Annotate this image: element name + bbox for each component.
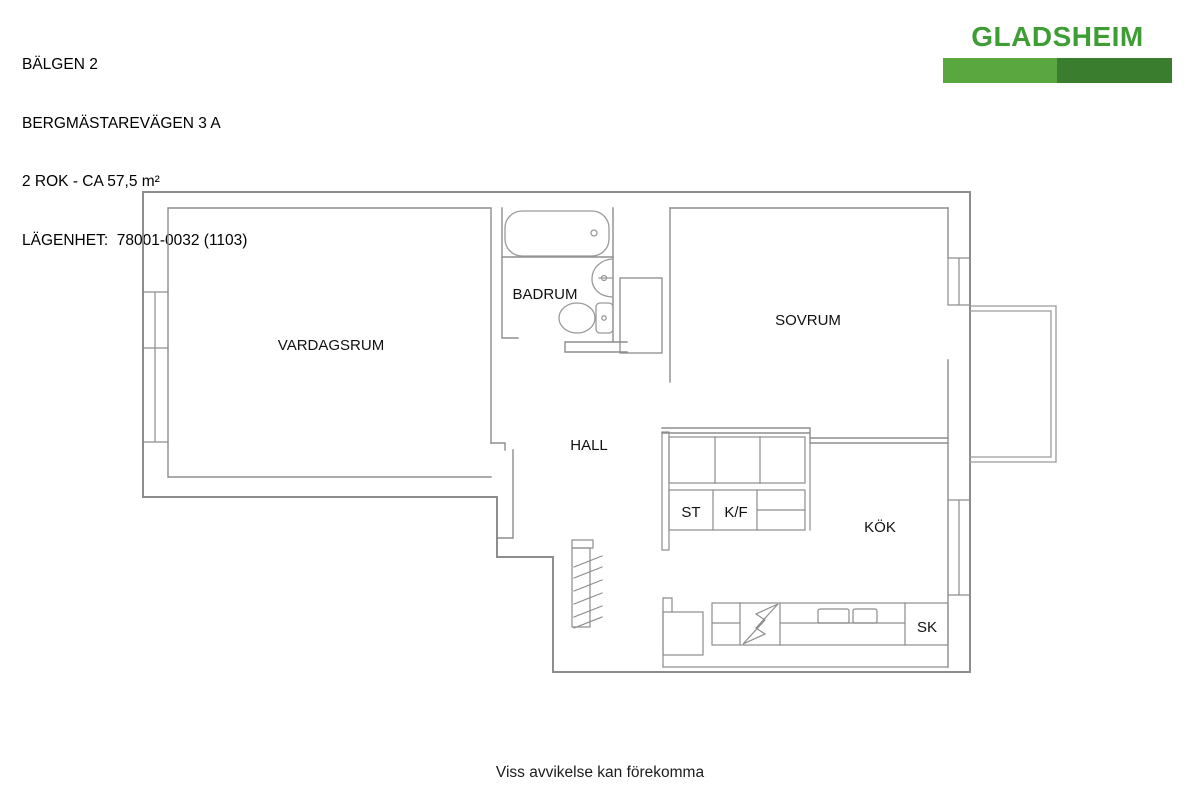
entrance-stairs: [571, 539, 603, 629]
label-bathroom: BADRUM: [512, 286, 577, 303]
disclaimer-text: Viss avvikelse kan förekomma: [495, 764, 705, 781]
balcony: [969, 305, 1057, 463]
header-apartment-id: LÄGENHET: 78001-0032 (1103): [22, 231, 248, 249]
header-size: 2 ROK - CA 57,5 m²: [22, 173, 160, 190]
label-hall: HALL: [570, 437, 608, 454]
label-closet-kf: K/F: [724, 504, 747, 521]
stove-icon: [742, 603, 779, 645]
label-bedroom: SOVRUM: [775, 312, 841, 329]
hall-cabinet: [662, 597, 949, 668]
logo-bar-right-segment: [1057, 58, 1172, 83]
label-living-room: VARDAGSRUM: [278, 337, 384, 354]
wardrobe-closet: [619, 277, 663, 354]
outer-walls: [142, 191, 971, 673]
logo-bar: [943, 58, 1172, 83]
label-closet-st: ST: [681, 504, 700, 521]
toilet-icon: [558, 302, 614, 334]
header-building: BÄLGEN 2: [22, 56, 98, 73]
hall-closets: [661, 431, 811, 551]
kitchen-counter: [711, 602, 949, 646]
logo-wordmark: GLADSHEIM: [971, 21, 1144, 52]
bathtub-icon: [504, 210, 610, 257]
gladsheim-logo: GLADSHEIM: [943, 20, 1172, 83]
living-room-walls: [167, 207, 514, 539]
sink-icon: [591, 258, 614, 298]
header-info: BÄLGEN 2 BERGMÄSTAREVÄGEN 3 A 2 ROK - CA…: [22, 16, 247, 270]
header-address: BERGMÄSTAREVÄGEN 3 A: [22, 114, 221, 132]
label-cabinet-sk: SK: [917, 619, 937, 636]
bathroom-walls: [501, 207, 628, 353]
living-room-window: [142, 291, 169, 443]
bedroom-window: [947, 257, 971, 306]
kitchen-window: [947, 499, 971, 596]
logo-bar-left-segment: [943, 58, 1057, 83]
label-kitchen: KÖK: [864, 518, 896, 536]
